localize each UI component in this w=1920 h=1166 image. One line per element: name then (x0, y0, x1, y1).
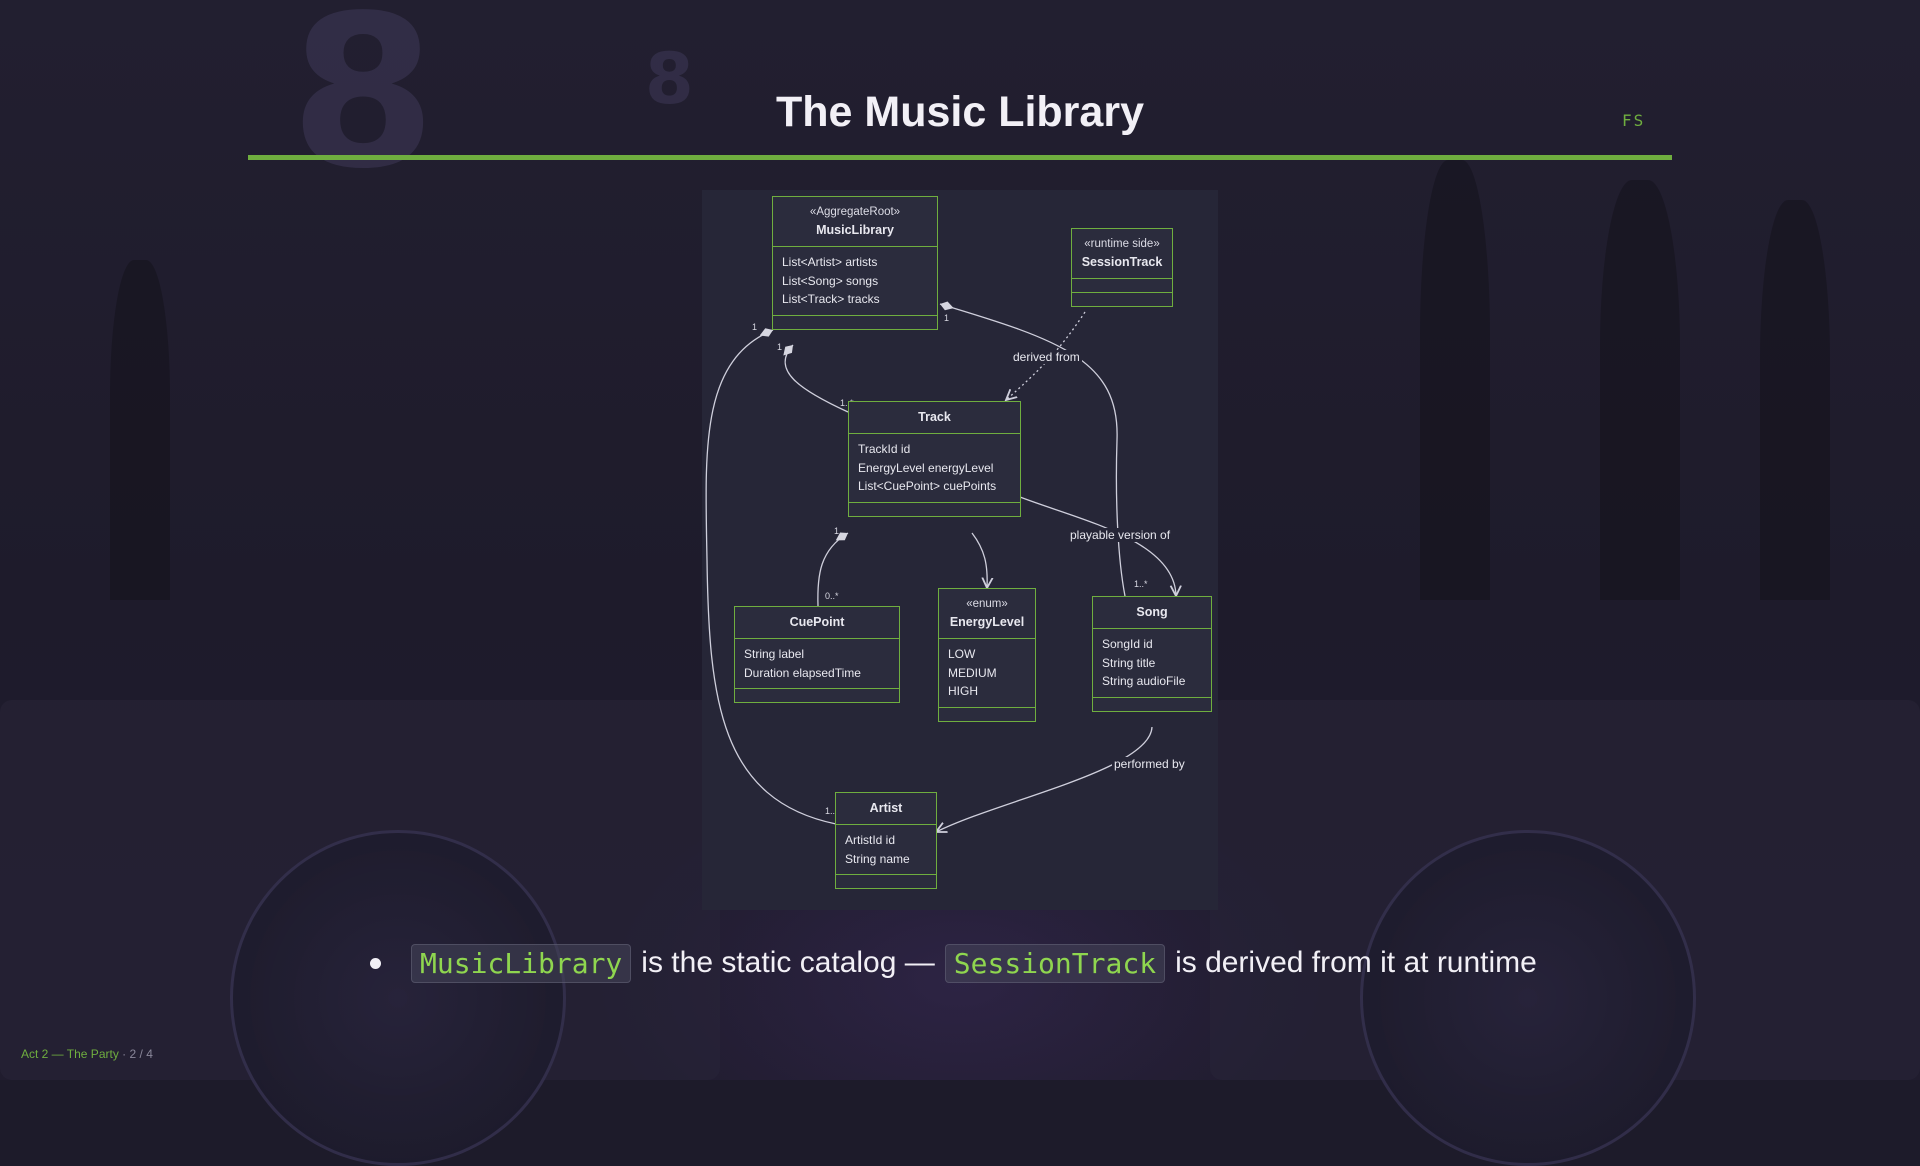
label-derived-from: derived from (1011, 350, 1082, 364)
class-header: «enum» EnergyLevel (939, 589, 1035, 639)
attribute-list: ArtistId id String name (836, 825, 936, 875)
attribute: List<Artist> artists (782, 255, 878, 269)
page-number: 2 / 4 (129, 1047, 153, 1061)
slide-footer: Act 2 — The Party · 2 / 4 (21, 1047, 153, 1061)
class-track[interactable]: Track TrackId id EnergyLevel energyLevel… (848, 401, 1021, 517)
inline-code-session-track: SessionTrack (944, 943, 1166, 983)
edge-library-artist (705, 328, 837, 825)
slide-title: The Music Library (776, 88, 1144, 136)
class-name: MusicLibrary (816, 223, 894, 237)
attribute: String title (1102, 655, 1156, 670)
mult-songs-many: 1..* (1134, 579, 1148, 589)
class-header: «runtime side» SessionTrack (1072, 229, 1172, 279)
class-header: Song (1093, 597, 1211, 629)
label-playable-version-of: playable version of (1068, 528, 1173, 542)
class-name: Track (918, 410, 951, 424)
enum-value: HIGH (948, 684, 978, 698)
section-name: Act 2 — The Party (21, 1047, 119, 1061)
attribute-compartment (1072, 279, 1172, 293)
enum-value: MEDIUM (948, 665, 997, 680)
edge-song-artist (936, 726, 1153, 832)
inline-code-music-library: MusicLibrary (411, 943, 632, 983)
label-performed-by: performed by (1112, 757, 1187, 771)
class-name: EnergyLevel (949, 615, 1025, 629)
class-name: CuePoint (789, 615, 845, 629)
stereotype: «AggregateRoot» (809, 206, 901, 218)
method-compartment (773, 316, 937, 329)
class-name: Artist (869, 801, 903, 815)
bullet-text: is derived from it at runtime (1175, 946, 1537, 979)
attribute: List<Song> songs (782, 273, 879, 288)
mult-track-cue: 1 (834, 526, 840, 536)
method-compartment (735, 689, 899, 702)
edge-track-cue (817, 532, 849, 607)
stereotype: «runtime side» (1084, 238, 1160, 250)
edge-track-energy (971, 532, 987, 588)
attribute: SongId id (1102, 637, 1153, 651)
attribute-list: List<Artist> artists List<Song> songs Li… (773, 247, 937, 316)
attribute-list: String label Duration elapsedTime (735, 639, 899, 689)
method-compartment (1072, 293, 1172, 306)
class-header: «AggregateRoot» MusicLibrary (773, 197, 937, 247)
bullet-point: MusicLibrary is the static catalog — Ses… (370, 938, 1541, 988)
mult-library-tracks: 1 (777, 342, 783, 352)
mult-cue-many: 0..* (825, 591, 839, 601)
attribute: String audioFile (1102, 674, 1186, 688)
attribute: List<Track> tracks (782, 292, 880, 306)
attribute: String name (845, 851, 910, 866)
decorative-eight-large: 8 (290, 0, 437, 215)
class-name: Song (1136, 605, 1168, 619)
fullscreen-badge[interactable]: FS (1622, 111, 1646, 130)
class-header: Artist (836, 793, 936, 825)
class-music-library[interactable]: «AggregateRoot» MusicLibrary List<Artist… (772, 196, 938, 330)
edge-library-song (939, 301, 1126, 597)
enum-values: LOW MEDIUM HIGH (939, 639, 1035, 708)
bullet-text: is the static catalog — (641, 946, 935, 979)
mult-tracks-many: 1..* (840, 398, 854, 408)
mult-artists-many: 1..* (825, 806, 839, 816)
footer-separator: · (122, 1047, 127, 1061)
method-compartment (836, 875, 936, 888)
attribute: TrackId id (858, 442, 911, 456)
crowd-silhouette (110, 260, 170, 600)
mult-library-songs: 1 (944, 313, 950, 323)
mult-library-artists: 1 (752, 322, 758, 332)
attribute: Duration elapsedTime (744, 665, 861, 680)
bullet-icon (370, 957, 381, 969)
dj-deck-right (1210, 700, 1920, 1166)
class-song[interactable]: Song SongId id String title String audio… (1092, 596, 1212, 712)
class-name: SessionTrack (1081, 255, 1163, 269)
attribute-list: TrackId id EnergyLevel energyLevel List<… (849, 434, 1020, 503)
crowd-silhouette (1760, 200, 1830, 600)
class-energy-level[interactable]: «enum» EnergyLevel LOW MEDIUM HIGH (938, 588, 1036, 722)
title-divider (248, 155, 1672, 160)
stereotype: «enum» (966, 598, 1008, 610)
enum-value: LOW (948, 647, 976, 661)
edge-library-track (783, 344, 849, 413)
attribute: EnergyLevel energyLevel (858, 460, 994, 475)
class-header: Track (849, 402, 1020, 434)
method-compartment (939, 708, 1035, 721)
attribute-list: SongId id String title String audioFile (1093, 629, 1211, 698)
crowd-silhouette (1420, 160, 1490, 600)
attribute: List<CuePoint> cuePoints (858, 479, 997, 493)
method-compartment (849, 503, 1020, 516)
attribute: String label (744, 647, 805, 661)
class-header: CuePoint (735, 607, 899, 639)
edge-track-song (1019, 496, 1176, 596)
class-cue-point[interactable]: CuePoint String label Duration elapsedTi… (734, 606, 900, 703)
class-session-track[interactable]: «runtime side» SessionTrack (1071, 228, 1173, 307)
attribute: ArtistId id (845, 833, 896, 847)
crowd-silhouette (1600, 180, 1680, 600)
uml-edges (705, 301, 1920, 1080)
method-compartment (1093, 698, 1211, 711)
class-artist[interactable]: Artist ArtistId id String name (835, 792, 937, 889)
decorative-eight-small: 8 (645, 38, 694, 120)
